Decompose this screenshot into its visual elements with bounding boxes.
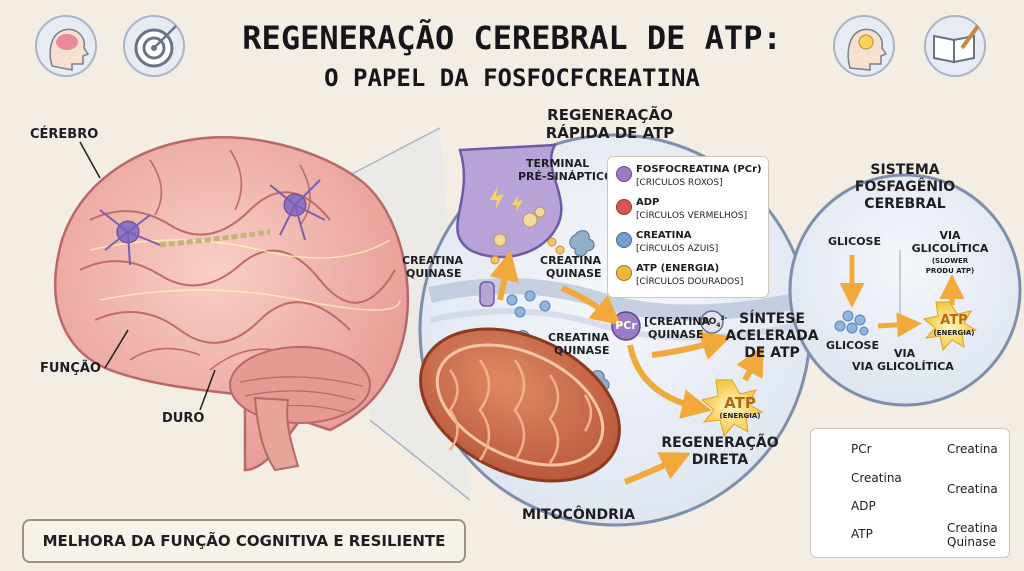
side-via-bottom-1: VIA bbox=[894, 348, 915, 360]
ck-left-1: CREATINA bbox=[402, 255, 463, 267]
legend-pcr-name: FOSFOCREATINA (PCr) bbox=[636, 165, 762, 176]
subtitle: O PAPEL DA FOSFOCFCREATINA bbox=[0, 66, 1024, 91]
mitocondria-label: MITOCÔNDRIA bbox=[522, 508, 635, 523]
legend-pcr-note: [CRICULOS ROXOS] bbox=[636, 179, 723, 188]
side-slower-1: (SLOWER bbox=[910, 258, 990, 265]
cognitive-banner: MELHORA DA FUNÇÃO COGNITIVA E RESILIENTE bbox=[22, 519, 466, 563]
side-heading-2: FOSFAGÊNIO bbox=[840, 180, 970, 195]
side-via-2: GLICOLÍTICA bbox=[910, 243, 990, 255]
legend-creatina-name: CREATINA bbox=[636, 231, 691, 242]
legend-bottom-creatina-blue: Creatina bbox=[851, 472, 902, 485]
side-atp-sub: (ENERGIA) bbox=[925, 330, 983, 337]
sintese-3: DE ATP bbox=[722, 346, 822, 361]
side-via-1: VIA bbox=[910, 230, 990, 242]
banner-text: MELHORA DA FUNÇÃO COGNITIVA E RESILIENTE bbox=[24, 532, 464, 550]
legend-bottom: PCr Creatina ADP ATP Creatina Creatina C… bbox=[810, 428, 1010, 558]
zoom-heading-1: REGENERAÇÃO bbox=[530, 108, 690, 124]
side-glicose-bottom: GLICOSE bbox=[826, 340, 879, 352]
side-heading-1: SISTEMA bbox=[840, 163, 970, 178]
side-heading-3: CEREBRAL bbox=[840, 197, 970, 212]
legend-bottom-pcr: PCr bbox=[851, 443, 872, 456]
label-funcao: FUNÇÃO bbox=[40, 362, 101, 376]
legend-bottom-adp: ADP bbox=[851, 500, 876, 513]
legend-creatina-note: [CÍRCULOS AZUIS] bbox=[636, 245, 718, 254]
legend-bottom-ck-2: Quinase bbox=[947, 536, 996, 549]
legend-bottom-creatina-pill: Creatina bbox=[947, 483, 998, 496]
main-title: REGENERAÇÃO CEREBRAL DE ATP: bbox=[0, 22, 1024, 56]
zoom-heading-2: RÁPIDA DE ATP bbox=[530, 126, 690, 142]
side-glicose-top: GLICOSE bbox=[828, 236, 881, 248]
legend-adp-note: [CÍRCULOS VERMELHOS] bbox=[636, 212, 747, 221]
creatina-dot-icon bbox=[616, 232, 632, 248]
legend-adp-name: ADP bbox=[636, 198, 659, 209]
terminal-label-2: PRÉ-SINÁPTICO bbox=[518, 171, 613, 183]
legend-atp-name: ATP (ENERGIA) bbox=[636, 264, 719, 275]
side-via-bottom-2: VIA GLICOLÍTICA bbox=[852, 361, 954, 373]
sintese-2: ACELERADA bbox=[722, 329, 822, 344]
atp-sub-label: (ENERGIA) bbox=[712, 413, 768, 420]
legend-molecules: FOSFOCREATINA (PCr) [CRICULOS ROXOS] ADP… bbox=[607, 156, 769, 298]
atp-dot-icon bbox=[616, 265, 632, 281]
pcr-circle-label: PCr bbox=[614, 320, 638, 332]
ck-mito-2: QUINASE bbox=[554, 345, 610, 357]
side-atp-label: ATP bbox=[933, 314, 975, 328]
legend-bottom-creatina-bean: Creatina bbox=[947, 443, 998, 456]
pcr-note-2: QUINASE bbox=[648, 329, 704, 341]
regen-1: REGENERAÇÃO bbox=[650, 436, 790, 451]
adp-dot-icon bbox=[616, 199, 632, 215]
pcr-note-1: [CREATINA bbox=[644, 316, 710, 328]
side-slower-2: PRODU ATP) bbox=[910, 268, 990, 275]
pcr-dot-icon bbox=[616, 166, 632, 182]
legend-bottom-atp: ATP bbox=[851, 528, 873, 541]
ck-mito-1: CREATINA bbox=[548, 332, 609, 344]
ck-right-1: CREATINA bbox=[540, 255, 601, 267]
sintese-1: SÍNTESE bbox=[722, 312, 822, 327]
terminal-label-1: TERMINAL bbox=[526, 158, 589, 170]
legend-bottom-ck-1: Creatina bbox=[947, 522, 998, 535]
legend-atp-note: [CÍRCULOS DOURADOS] bbox=[636, 278, 743, 287]
label-duro: DURO bbox=[162, 412, 204, 426]
label-cerebro: CÉREBRO bbox=[30, 128, 98, 142]
po4-sub: 4 bbox=[716, 322, 720, 329]
ck-left-2: QUINASE bbox=[406, 268, 462, 280]
ck-right-2: QUINASE bbox=[546, 268, 602, 280]
regen-2: DIRETA bbox=[650, 453, 790, 468]
brain-illustration bbox=[55, 137, 408, 470]
atp-label: ATP bbox=[712, 396, 768, 412]
po4-text: PO bbox=[702, 317, 716, 327]
